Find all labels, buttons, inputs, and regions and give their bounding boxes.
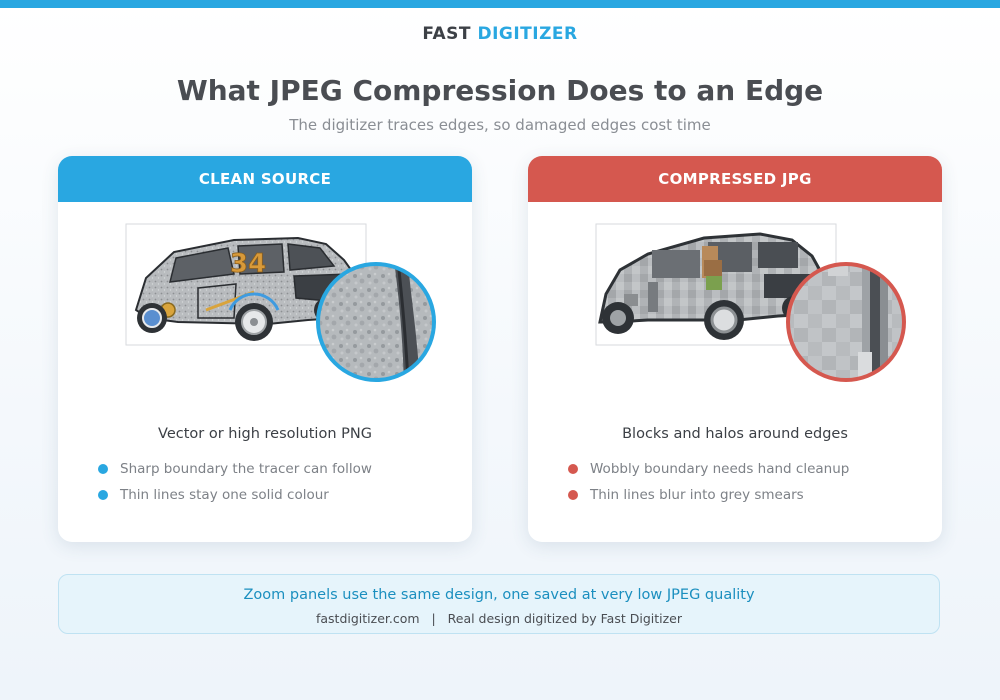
footer-separator: | — [431, 611, 436, 626]
clean-source-header: CLEAN SOURCE — [58, 156, 472, 202]
clean-car-graphic: 34 — [134, 236, 358, 341]
page-subtitle: The digitizer traces edges, so damaged e… — [289, 116, 711, 134]
bullet-dot — [568, 464, 578, 474]
compressed-jpg-illustration — [528, 202, 942, 402]
compressed-jpg-bullets: Wobbly boundary needs hand cleanup Thin … — [568, 460, 849, 512]
bullet-dot — [568, 490, 578, 500]
clean-source-illustration: 34 — [58, 202, 472, 402]
list-item: Thin lines blur into grey smears — [568, 486, 849, 512]
bullet-text: Wobbly boundary needs hand cleanup — [590, 461, 850, 477]
compressed-car-svg — [595, 223, 906, 382]
list-item: Sharp boundary the tracer can follow — [98, 460, 372, 486]
footer-site: fastdigitizer.com — [315, 611, 420, 626]
clean-zoom-lens — [316, 262, 436, 382]
brand-logo: FAST DIGITIZER — [0, 24, 1000, 44]
brand-logo-part-1: FAST — [422, 24, 472, 44]
car-number: 34 — [230, 249, 266, 279]
clean-source-card: CLEAN SOURCE — [58, 156, 472, 542]
clean-source-caption: Vector or high resolution PNG — [158, 426, 372, 442]
footer-note-box: Zoom panels use the same design, one sav… — [58, 574, 940, 634]
compressed-jpg-card: COMPRESSED JPG — [528, 156, 942, 542]
brand-logo-part-2: DIGITIZER — [477, 24, 578, 44]
footer-note: Zoom panels use the same design, one sav… — [243, 587, 755, 603]
bullet-text: Thin lines blur into grey smears — [590, 487, 804, 503]
list-item: Wobbly boundary needs hand cleanup — [568, 460, 849, 486]
bullet-dot — [98, 464, 108, 474]
bullet-dot — [98, 490, 108, 500]
top-accent-bar — [0, 0, 1000, 8]
footer-credit-line: fastdigitizer.com | Real design digitize… — [59, 611, 939, 626]
footer-credit: Real design digitized by Fast Digitizer — [447, 611, 682, 626]
compressed-jpg-caption: Blocks and halos around edges — [622, 426, 848, 442]
list-item: Thin lines stay one solid colour — [98, 486, 372, 512]
compressed-jpg-header: COMPRESSED JPG — [528, 156, 942, 202]
bullet-text: Thin lines stay one solid colour — [120, 487, 329, 503]
bullet-text: Sharp boundary the tracer can follow — [120, 461, 372, 477]
compressed-zoom-lens — [786, 262, 906, 382]
clean-car-svg: 34 — [125, 223, 436, 382]
page-title: What JPEG Compression Does to an Edge — [176, 74, 824, 107]
clean-source-bullets: Sharp boundary the tracer can follow Thi… — [98, 460, 372, 512]
